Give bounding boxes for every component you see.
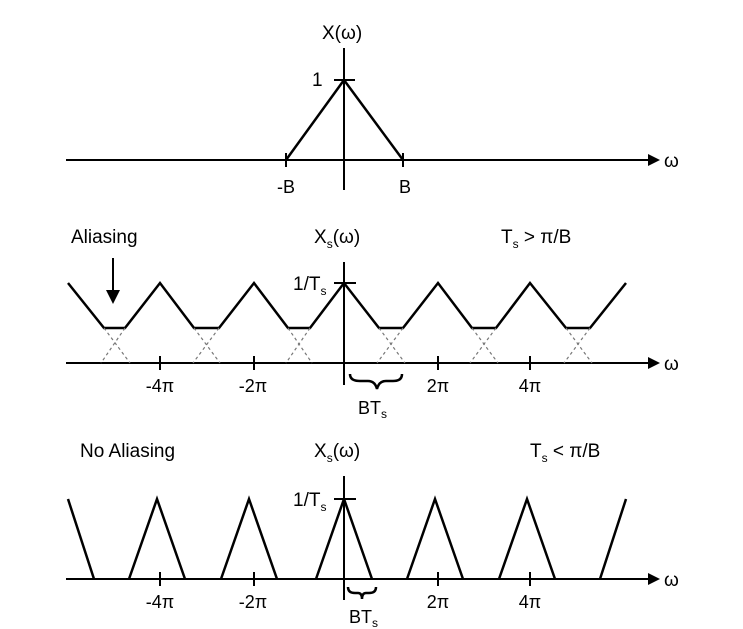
- sampling-condition: Ts > π/B: [501, 227, 571, 251]
- peak-label: 1/Ts: [293, 274, 326, 298]
- replica-neg-4pi: [127, 495, 187, 580]
- tick-label-2pi: 2π: [427, 592, 449, 612]
- tick-label-neg-2pi: -2π: [239, 592, 267, 612]
- tick-label-2pi: 2π: [427, 376, 449, 396]
- x-axis-label: ω: [664, 151, 679, 172]
- bt-brace: [346, 586, 378, 600]
- replica-partial-left: [66, 498, 96, 580]
- overlap-tails: [100, 327, 593, 364]
- panel-no-aliasing: No Aliasing Xs(ω) Ts < π/B 1/Ts ω -4π -2…: [66, 441, 679, 629]
- tick-label-b: B: [399, 177, 411, 197]
- bracket-label: BTs: [349, 607, 378, 629]
- peak-label: 1/Ts: [293, 490, 326, 514]
- y-axis-label: Xs(ω): [314, 441, 360, 465]
- replica-partial-right: [598, 498, 628, 580]
- bt-brace: [348, 373, 404, 390]
- y-axis-label: Xs(ω): [314, 227, 360, 251]
- aliased-spectrum: [67, 280, 627, 330]
- bracket-label: BTs: [358, 398, 387, 421]
- peak-label: 1: [312, 70, 323, 91]
- omega-axis-arrow-icon: [648, 154, 660, 166]
- tick-label-4pi: 4π: [519, 376, 541, 396]
- panel-title: Aliasing: [71, 227, 138, 248]
- panel-continuous-spectrum: X(ω) 1 ω -B B: [66, 23, 679, 197]
- omega-axis-arrow-icon: [648, 573, 660, 585]
- x-axis-label: ω: [664, 354, 679, 375]
- tick-label-neg-4pi: -4π: [146, 592, 174, 612]
- sampling-condition: Ts < π/B: [530, 441, 600, 465]
- replica-triangles: [66, 495, 628, 580]
- triangle-spectrum: [284, 77, 405, 161]
- tick-label-neg-2pi: -2π: [239, 376, 267, 396]
- replica-2pi: [405, 495, 465, 580]
- panel-title: No Aliasing: [80, 441, 175, 462]
- panel-aliasing: Aliasing Xs(ω) Ts > π/B 1/Ts ω -4π -2π 2…: [66, 227, 679, 421]
- replica-4pi: [497, 495, 557, 580]
- replica-center: [314, 495, 374, 580]
- omega-axis-arrow-icon: [648, 357, 660, 369]
- y-axis-label: X(ω): [322, 23, 362, 44]
- aliasing-arrowhead-icon: [106, 290, 120, 304]
- tick-label-4pi: 4π: [519, 592, 541, 612]
- replica-neg-2pi: [219, 495, 279, 580]
- x-axis-label: ω: [664, 570, 679, 591]
- tick-label-neg-b: -B: [277, 177, 295, 197]
- tick-label-neg-4pi: -4π: [146, 376, 174, 396]
